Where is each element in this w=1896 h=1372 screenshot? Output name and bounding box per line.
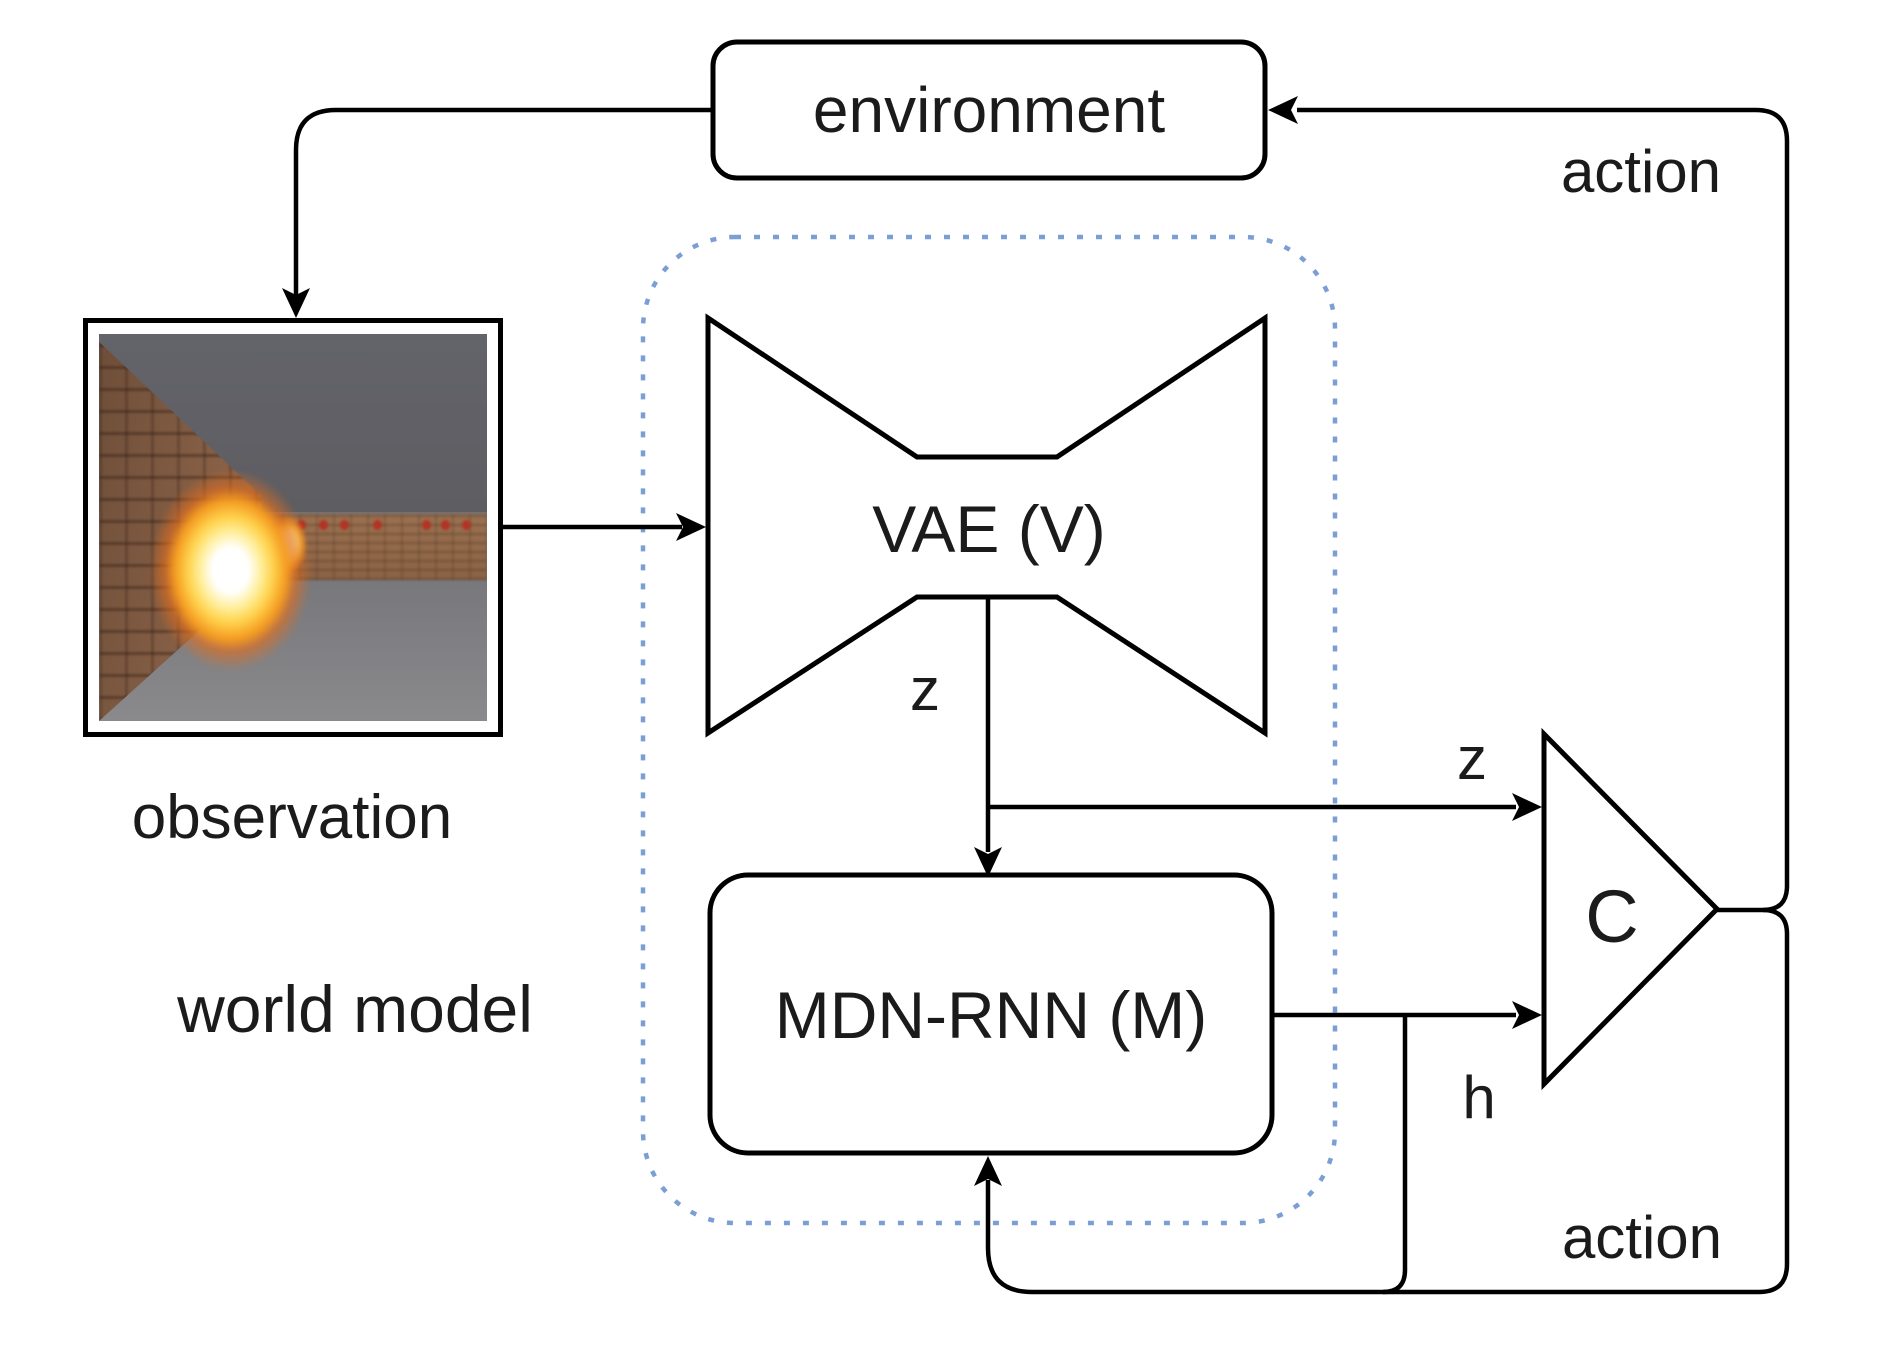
vae-label: VAE (V) — [872, 492, 1105, 566]
action-label-bottom: action — [1562, 1204, 1722, 1271]
monster-sprite — [338, 519, 352, 567]
monster-sprite — [371, 519, 385, 567]
observation-image — [99, 334, 487, 721]
arrowhead-h-into-controller — [1512, 1001, 1542, 1029]
arrowhead-into-mdnrnn-bottom — [974, 1156, 1002, 1186]
world-model-label: world model — [176, 972, 533, 1046]
mdnrnn-node — [707, 872, 1275, 1156]
monster-sprite — [419, 519, 433, 567]
action-to-environment-wire — [1297, 107, 1790, 913]
env-to-observation-wire — [293, 107, 713, 298]
observation-label: observation — [132, 783, 453, 852]
action-feedback-to-mdnrnn-wire — [985, 907, 1790, 1295]
arrowhead-into-vae — [676, 513, 706, 541]
monster-sprite — [316, 519, 330, 567]
environment-node — [710, 39, 1268, 181]
arrowhead-into-environment — [1268, 96, 1298, 124]
arrowhead-z-into-controller — [1512, 793, 1542, 821]
h-recurrence-wire — [1382, 1015, 1408, 1295]
controller-label: C — [1585, 875, 1638, 958]
mdnrnn-label: MDN-RNN (M) — [775, 978, 1208, 1052]
z-label-vae: z — [910, 656, 940, 723]
action-label-top: action — [1561, 138, 1721, 205]
vae-node — [705, 313, 1268, 738]
observation-image-frame — [83, 318, 503, 737]
h-label: h — [1462, 1064, 1495, 1131]
environment-label: environment — [813, 74, 1165, 146]
z-label-controller: z — [1457, 725, 1487, 792]
controller-node — [1541, 727, 1721, 1091]
arrowhead-into-observation — [282, 288, 310, 318]
monster-sprite — [460, 519, 474, 567]
large-fireball — [149, 469, 313, 671]
arrowhead-into-mdnrnn-top — [974, 847, 1002, 877]
monster-sprite — [439, 519, 453, 567]
